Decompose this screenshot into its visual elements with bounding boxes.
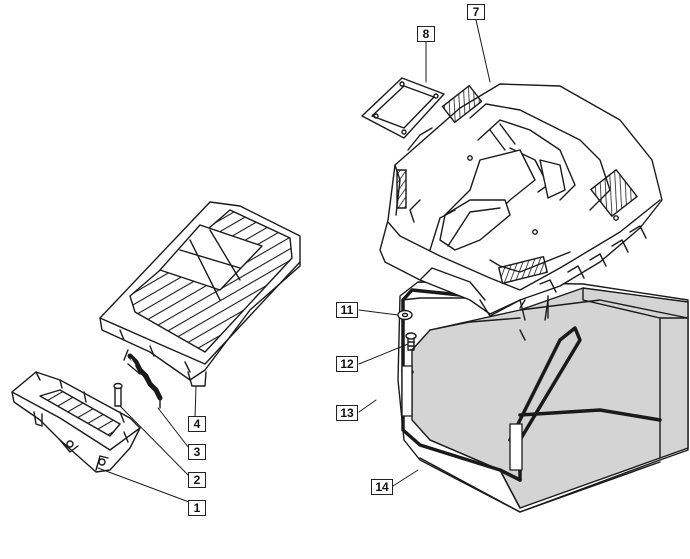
pin — [113, 382, 123, 407]
washer — [397, 309, 413, 321]
callout-12: 12 — [336, 356, 358, 372]
callout-13: 13 — [336, 405, 358, 421]
callout-7: 7 — [467, 4, 485, 20]
grass-bag — [397, 281, 689, 513]
torsion-spring — [123, 349, 163, 409]
grass-bag-top-cover — [379, 83, 663, 321]
leader-lines — [97, 19, 491, 506]
cover-plate — [361, 77, 445, 139]
callout-11: 11 — [336, 302, 358, 318]
callout-14: 14 — [371, 479, 393, 495]
callout-3: 3 — [188, 444, 206, 460]
callout-4: 4 — [188, 416, 206, 432]
callout-8: 8 — [417, 26, 435, 42]
callout-1: 1 — [188, 500, 206, 516]
grass-bag-frame-detail — [401, 365, 523, 471]
callout-2: 2 — [188, 472, 206, 488]
rear-flap-hinge-bracket — [11, 371, 141, 473]
rear-flap — [99, 201, 301, 387]
